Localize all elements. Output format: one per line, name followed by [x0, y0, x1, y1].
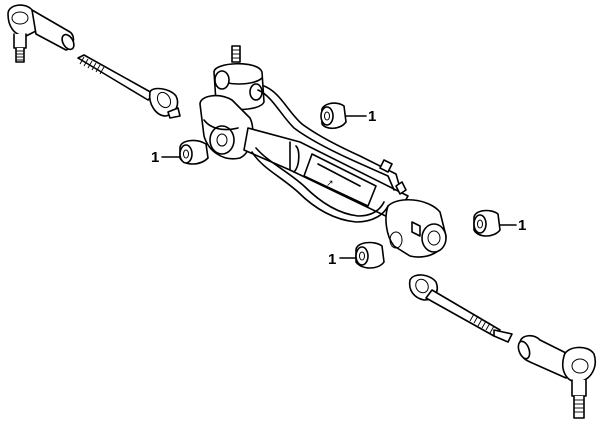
bushing-upper-left: [161, 139, 209, 165]
tie-rod-end-lower-right: [517, 334, 596, 419]
steering-rack-housing: ↗: [199, 45, 447, 258]
callout-bushing-upper-left: 1: [151, 149, 159, 166]
tie-rod-end-upper-left: [7, 4, 75, 63]
bushing-lower-left: [339, 241, 385, 269]
inner-tie-rod-upper-left: [77, 54, 181, 119]
svg-text:↗: ↗: [326, 178, 334, 188]
callout-bushing-lower-left: 1: [328, 251, 336, 268]
inner-tie-rod-lower-right: [408, 274, 513, 343]
bushing-lower-right: [473, 209, 517, 237]
bushing-upper-right: [320, 102, 367, 130]
callout-bushing-lower-right: 1: [518, 217, 526, 234]
callout-bushing-upper-right: 1: [368, 108, 376, 125]
